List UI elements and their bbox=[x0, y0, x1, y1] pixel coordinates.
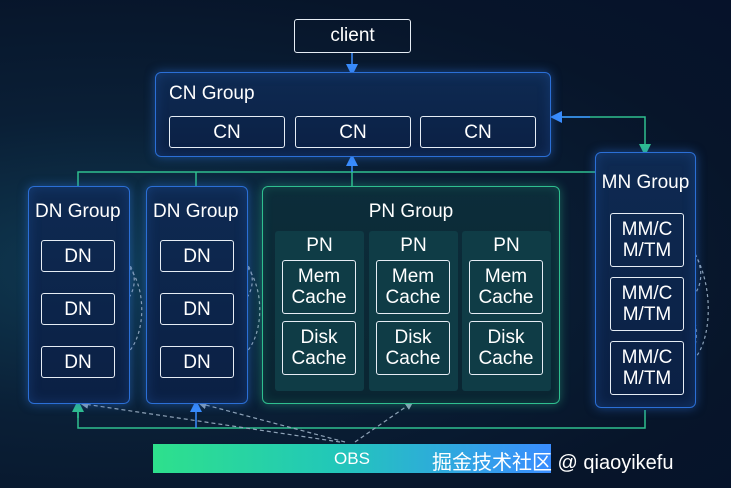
pn-label: PN bbox=[306, 235, 333, 256]
cn-node: CN bbox=[169, 116, 285, 148]
mem-cache-node: Mem Cache bbox=[469, 260, 543, 314]
disk-cache-node: Disk Cache bbox=[376, 321, 450, 375]
dn-group-title: DN Group bbox=[35, 201, 121, 222]
disk-cache-node: Disk Cache bbox=[282, 321, 356, 375]
pn-column: PN Mem Cache Disk Cache bbox=[369, 231, 458, 391]
pn-column: PN Mem Cache Disk Cache bbox=[275, 231, 364, 391]
client-node: client bbox=[294, 19, 411, 53]
dn-node: DN bbox=[160, 346, 234, 378]
dn-node: DN bbox=[41, 346, 115, 378]
mem-cache-node: Mem Cache bbox=[282, 260, 356, 314]
dn-node: DN bbox=[160, 293, 234, 325]
mn-node: MM/C M/TM bbox=[610, 341, 684, 395]
pn-label: PN bbox=[400, 235, 427, 256]
dn-group: DN Group DN DN DN bbox=[146, 186, 248, 404]
disk-cache-node: Disk Cache bbox=[469, 321, 543, 375]
pn-group: PN Group PN Mem Cache Disk Cache PN Mem … bbox=[262, 186, 560, 404]
cn-group: CN Group CN CN CN bbox=[155, 72, 551, 157]
dn-node: DN bbox=[41, 293, 115, 325]
cn-node: CN bbox=[295, 116, 411, 148]
mn-node: MM/C M/TM bbox=[610, 213, 684, 267]
watermark-text: 掘金技术社区 @ qiaoyikefu bbox=[432, 452, 674, 474]
pn-label: PN bbox=[493, 235, 520, 256]
pn-column: PN Mem Cache Disk Cache bbox=[462, 231, 551, 391]
cn-group-title: CN Group bbox=[169, 83, 255, 104]
dn-node: DN bbox=[160, 240, 234, 272]
mn-node: MM/C M/TM bbox=[610, 277, 684, 331]
mn-group: MN Group MM/C M/TM MM/C M/TM MM/C M/TM bbox=[595, 152, 696, 408]
dn-group: DN Group DN DN DN bbox=[28, 186, 130, 404]
dn-node: DN bbox=[41, 240, 115, 272]
mn-group-title: MN Group bbox=[601, 172, 690, 193]
cn-node: CN bbox=[420, 116, 536, 148]
obs-storage-bar: OBS bbox=[153, 444, 551, 473]
pn-group-title: PN Group bbox=[368, 201, 454, 222]
mem-cache-node: Mem Cache bbox=[376, 260, 450, 314]
dn-group-title: DN Group bbox=[153, 201, 239, 222]
